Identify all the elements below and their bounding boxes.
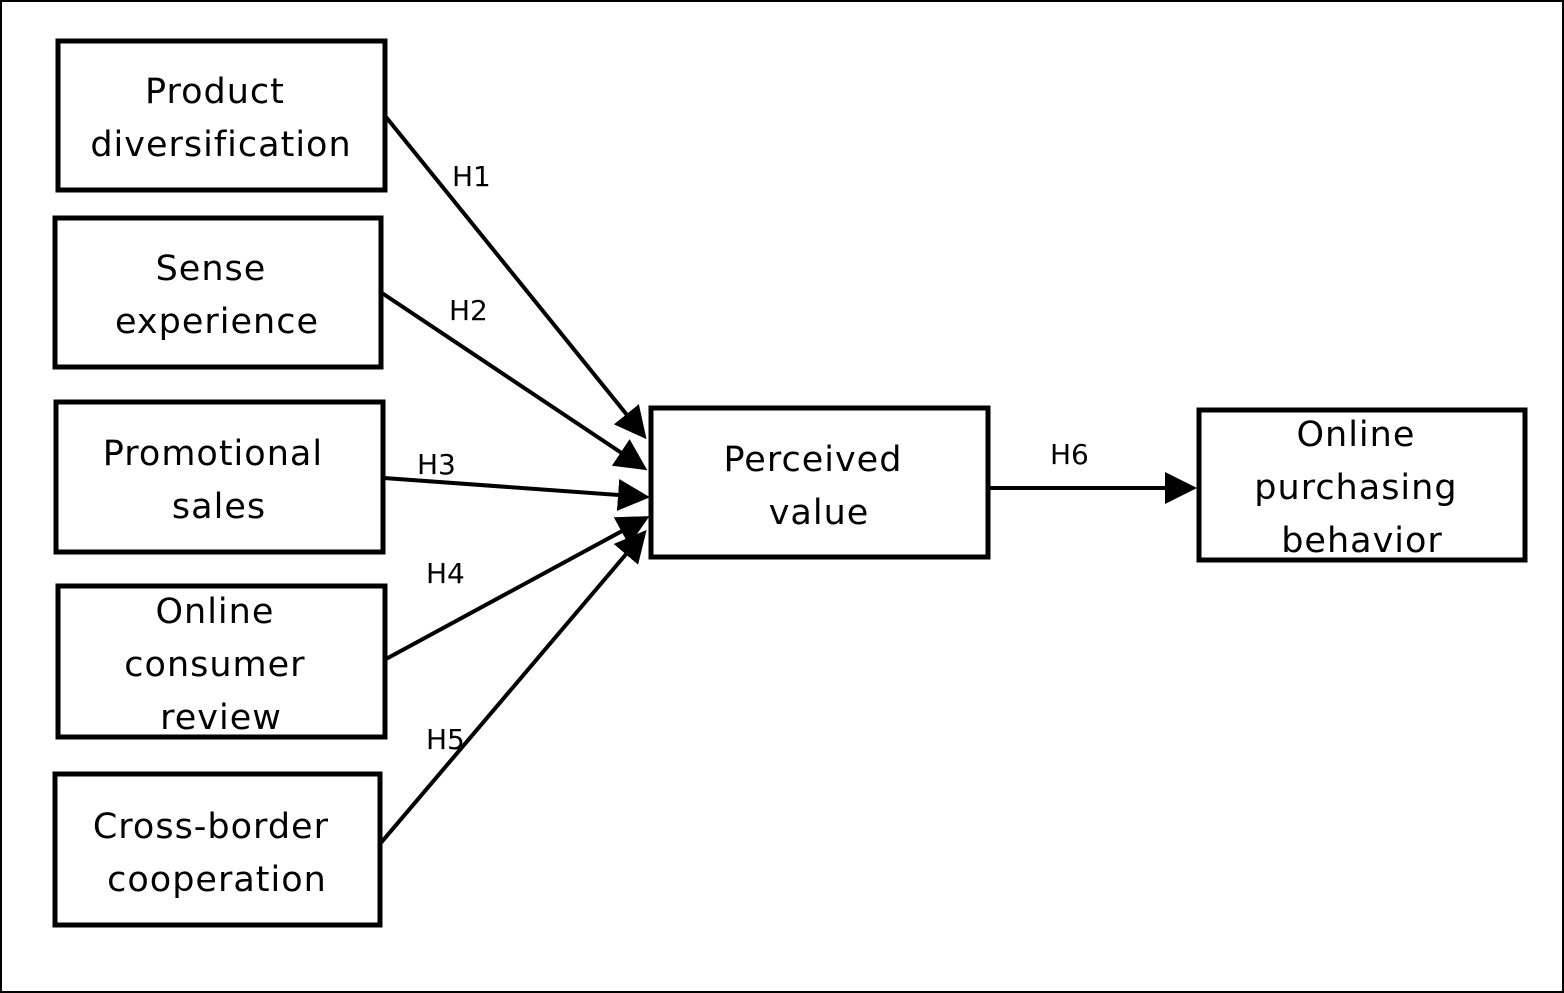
- arrows: [372, 115, 1197, 853]
- label-h1: H1: [452, 160, 491, 193]
- node-perceived-value: Perceived value: [648, 405, 991, 560]
- node-label: Online purchasing behavior: [1254, 415, 1469, 561]
- node-product-diversification: Product diversification: [55, 38, 388, 193]
- arrow-h3: [383, 476, 650, 511]
- label-h3: H3: [417, 448, 456, 481]
- label-h6: H6: [1050, 438, 1089, 471]
- node-online-purchasing-behavior: Online purchasing behavior: [1196, 407, 1528, 563]
- arrow-h5: [372, 529, 647, 853]
- node-label: Perceived value: [723, 440, 914, 533]
- node-box: [55, 38, 388, 193]
- node-box: [1196, 407, 1528, 563]
- node-online-consumer-review: Online consumer review: [55, 583, 388, 740]
- node-label: Cross-border cooperation: [93, 807, 341, 900]
- node-promotional-sales: Promotional sales: [53, 399, 386, 555]
- label-h5: H5: [426, 723, 465, 756]
- node-box: [52, 215, 384, 370]
- node-label: Sense experience: [115, 249, 319, 342]
- node-box: [52, 771, 383, 928]
- arrow-h1: [384, 115, 647, 440]
- label-h4: H4: [426, 557, 465, 590]
- node-box: [648, 405, 991, 560]
- node-cross-border-cooperation: Cross-border cooperation: [52, 771, 383, 928]
- node-label: Product diversification: [90, 72, 351, 165]
- arrow-h4: [385, 516, 650, 661]
- node-box: [53, 399, 386, 555]
- label-h2: H2: [449, 294, 488, 327]
- node-label: Promotional sales: [103, 434, 335, 527]
- node-label: Online consumer review: [124, 592, 317, 738]
- arrow-h2: [380, 291, 648, 471]
- hypothesis-labels: H1 H2 H3 H4 H5 H6: [417, 160, 1089, 756]
- node-box: [55, 583, 388, 740]
- node-sense-experience: Sense experience: [52, 215, 384, 370]
